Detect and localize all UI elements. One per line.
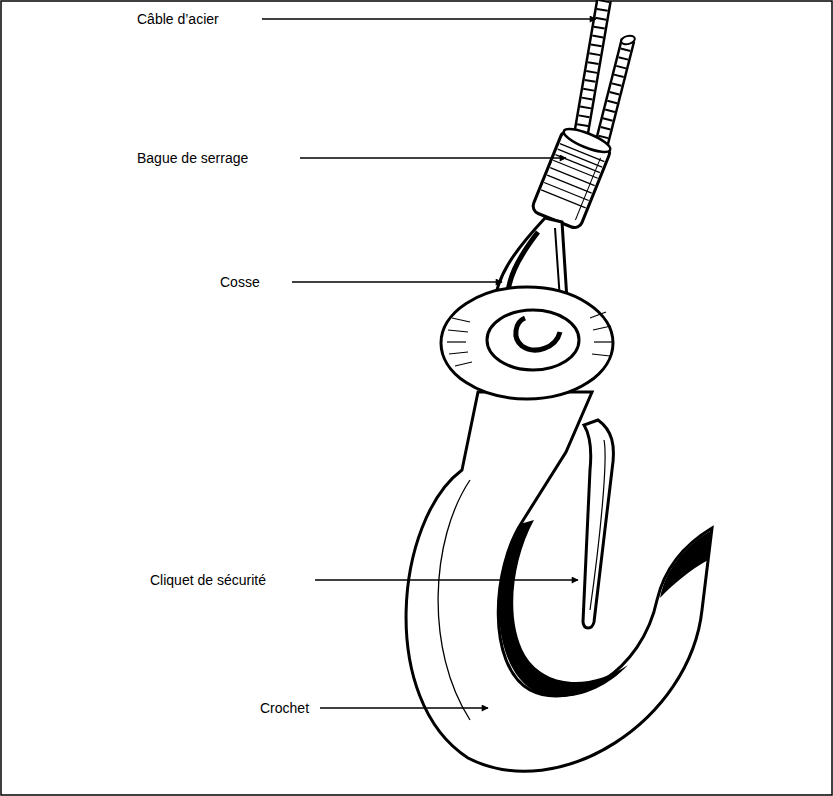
safety-latch [583,420,613,628]
part-label: Cliquet de sécurité [148,572,268,588]
part-label: Câble d’acier [135,11,221,27]
leader-lines [262,19,596,708]
leader-line [300,157,566,159]
leader-line [320,707,488,709]
part-label: Bague de serrage [135,150,250,166]
hook [406,287,712,771]
leader-line [292,281,502,283]
part-label: Crochet [258,700,311,716]
steel-cable [580,0,636,150]
leader-line [262,18,596,20]
clamp-sleeve [531,124,614,230]
thimble-loop [516,318,560,350]
part-label: Cosse [218,274,262,290]
leader-line [315,579,578,581]
